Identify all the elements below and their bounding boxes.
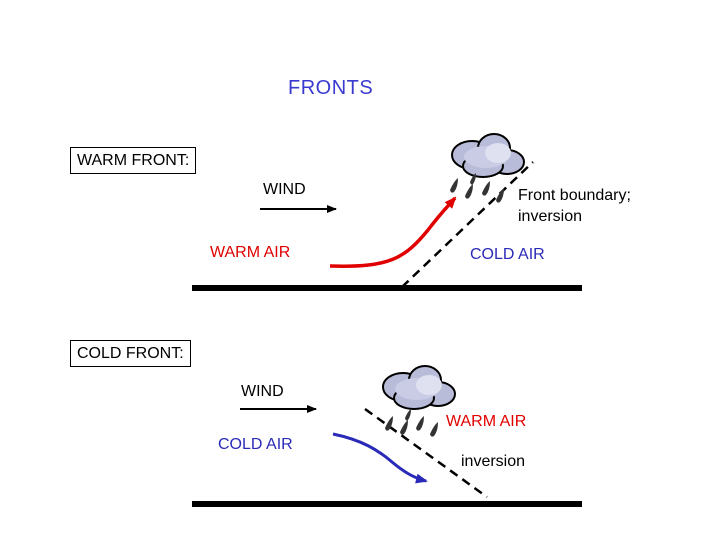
warm-air-label: WARM AIR [210, 245, 290, 261]
cold-front-warm-air-label: WARM AIR [446, 414, 526, 430]
cold-air-flow-arrow [333, 434, 426, 481]
cold-wind-label: WIND [241, 384, 284, 400]
cloud-icon [452, 134, 524, 177]
cold-front-cold-air-label: COLD AIR [218, 437, 293, 453]
cloud-icon [383, 366, 455, 409]
warm-wind-label: WIND [263, 182, 306, 198]
cold-front-label-box: COLD FRONT: [70, 340, 191, 367]
boundary-label-line1: Front boundary; [518, 188, 631, 204]
rain-drops-icon [385, 409, 438, 437]
warm-front-boundary-line [402, 162, 533, 287]
warm-front-label-box: WARM FRONT: [70, 147, 196, 174]
inversion-label: inversion [461, 454, 525, 470]
boundary-label-line2: inversion [518, 209, 582, 225]
warm-front-cold-air-label: COLD AIR [470, 247, 545, 263]
